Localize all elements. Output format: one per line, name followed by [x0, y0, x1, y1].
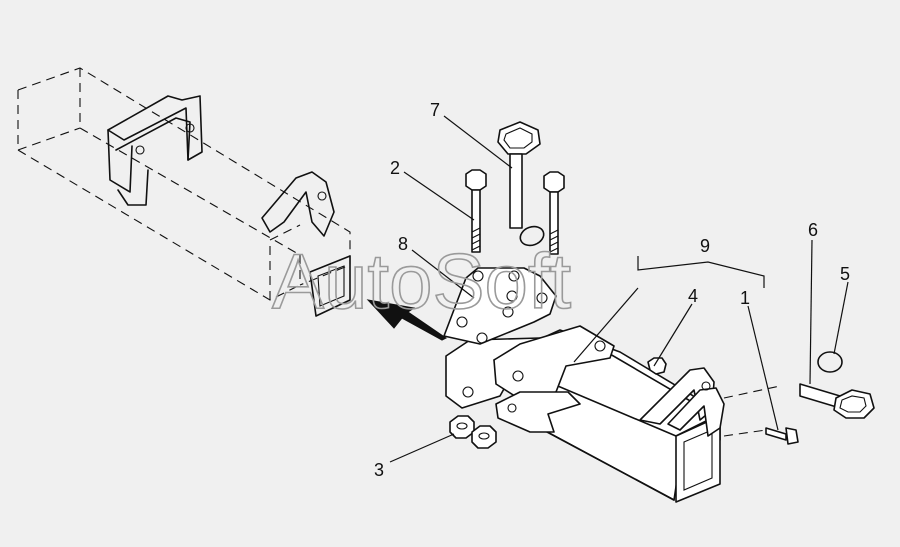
phantom-bracket-right	[261, 171, 335, 237]
retaining-clip-side	[817, 351, 843, 373]
alignment-lines	[723, 385, 781, 437]
phantom-tube-end	[309, 255, 351, 317]
callout-2: 2	[390, 158, 400, 178]
callout-7: 7	[430, 100, 440, 120]
bolt-right	[543, 171, 565, 255]
side-pin	[799, 383, 875, 419]
nut-right	[471, 425, 497, 449]
callout-5: 5	[840, 264, 850, 284]
callout-3: 3	[374, 460, 384, 480]
phantom-bracket-left	[107, 95, 203, 206]
bolt-left	[465, 169, 487, 253]
hitch-pin-top	[497, 121, 541, 229]
leader-lines	[389, 115, 849, 463]
phantom-drawbar-frame	[17, 67, 351, 301]
watermark-text: AutoSoft	[272, 237, 572, 325]
direction-arrow	[366, 299, 447, 341]
callout-8: 8	[398, 234, 408, 254]
hitch-assembly	[445, 325, 725, 503]
retaining-clip-top	[519, 225, 545, 247]
small-bolt	[765, 427, 799, 445]
small-nut	[647, 357, 667, 375]
callout-9: 9	[700, 236, 710, 256]
callout-6: 6	[808, 220, 818, 240]
callout-1: 1	[740, 288, 750, 308]
reinforcement-plate	[443, 267, 557, 345]
callout-4: 4	[688, 286, 698, 306]
